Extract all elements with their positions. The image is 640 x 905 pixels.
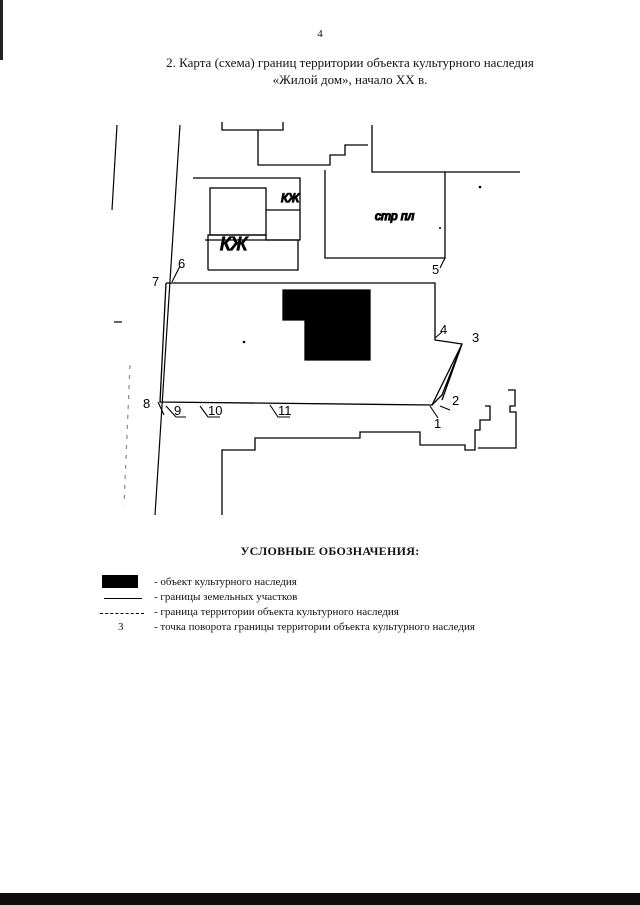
structure-label: стр пл bbox=[375, 209, 414, 223]
point-2: 2 bbox=[452, 393, 459, 408]
turning-points: 1 2 3 4 5 6 7 8 9 10 11 bbox=[143, 256, 479, 431]
legend-symbol-point-number: 3 bbox=[96, 620, 152, 634]
point-8: 8 bbox=[143, 396, 150, 411]
point-1: 1 bbox=[434, 416, 441, 431]
legend-title: УСЛОВНЫЕ ОБОЗНАЧЕНИЯ: bbox=[240, 544, 420, 558]
point-4: 4 bbox=[440, 322, 447, 337]
neighbour-parcels-top bbox=[221, 122, 520, 259]
legend-symbol-solid-line bbox=[96, 590, 152, 604]
legend-text: - объект культурного наследия bbox=[154, 576, 297, 588]
neighbour-parcels-bottom bbox=[221, 389, 517, 515]
point-7: 7 bbox=[152, 274, 159, 289]
boundary-map: КЖ КЖ стр пл 1 2 3 4 5 6 7 8 9 10 11 bbox=[111, 122, 520, 516]
title-line-2: «Жилой дом», начало XX в. bbox=[272, 72, 428, 87]
scan-edge bbox=[0, 893, 640, 905]
legend-text: - граница территории объекта культурного… bbox=[154, 606, 399, 618]
page-number: 4 bbox=[317, 28, 323, 40]
legend-symbol-dashed-line bbox=[96, 605, 152, 619]
kzh-buildings bbox=[193, 177, 301, 271]
point-11: 11 bbox=[278, 403, 292, 418]
scan-specks bbox=[242, 185, 482, 344]
point-5: 5 bbox=[432, 262, 439, 277]
kzh-small-label: КЖ bbox=[281, 191, 300, 205]
heritage-object bbox=[282, 289, 371, 361]
legend-symbol-black-fill bbox=[96, 575, 152, 589]
point-6: 6 bbox=[178, 256, 185, 271]
street-edge-lines bbox=[111, 124, 181, 516]
legend-text: - границы земельных участков bbox=[154, 591, 298, 603]
title-line-1: 2. Карта (схема) границ территории объек… bbox=[166, 55, 534, 70]
point-ticks bbox=[157, 257, 451, 419]
point-10: 10 bbox=[208, 403, 222, 418]
legend-row-territory-boundary: - граница территории объекта культурного… bbox=[96, 605, 616, 620]
legend-row-heritage-object: - объект культурного наследия bbox=[96, 575, 616, 590]
legend-text: - точка поворота границы территории объе… bbox=[154, 621, 475, 633]
point-9: 9 bbox=[174, 403, 181, 418]
point-3: 3 bbox=[472, 330, 479, 345]
legend-row-turning-point: 3 - точка поворота границы территории об… bbox=[96, 620, 616, 635]
scan-edge bbox=[0, 0, 3, 60]
legend-row-parcel-boundary: - границы земельных участков bbox=[96, 590, 616, 605]
page-title: 2. Карта (схема) границ территории объек… bbox=[110, 54, 590, 88]
legend: - объект культурного наследия - границы … bbox=[96, 575, 616, 635]
kzh-large-label: КЖ bbox=[220, 234, 249, 254]
legend-point-number: 3 bbox=[118, 621, 124, 633]
boundary-wedge bbox=[431, 343, 463, 406]
